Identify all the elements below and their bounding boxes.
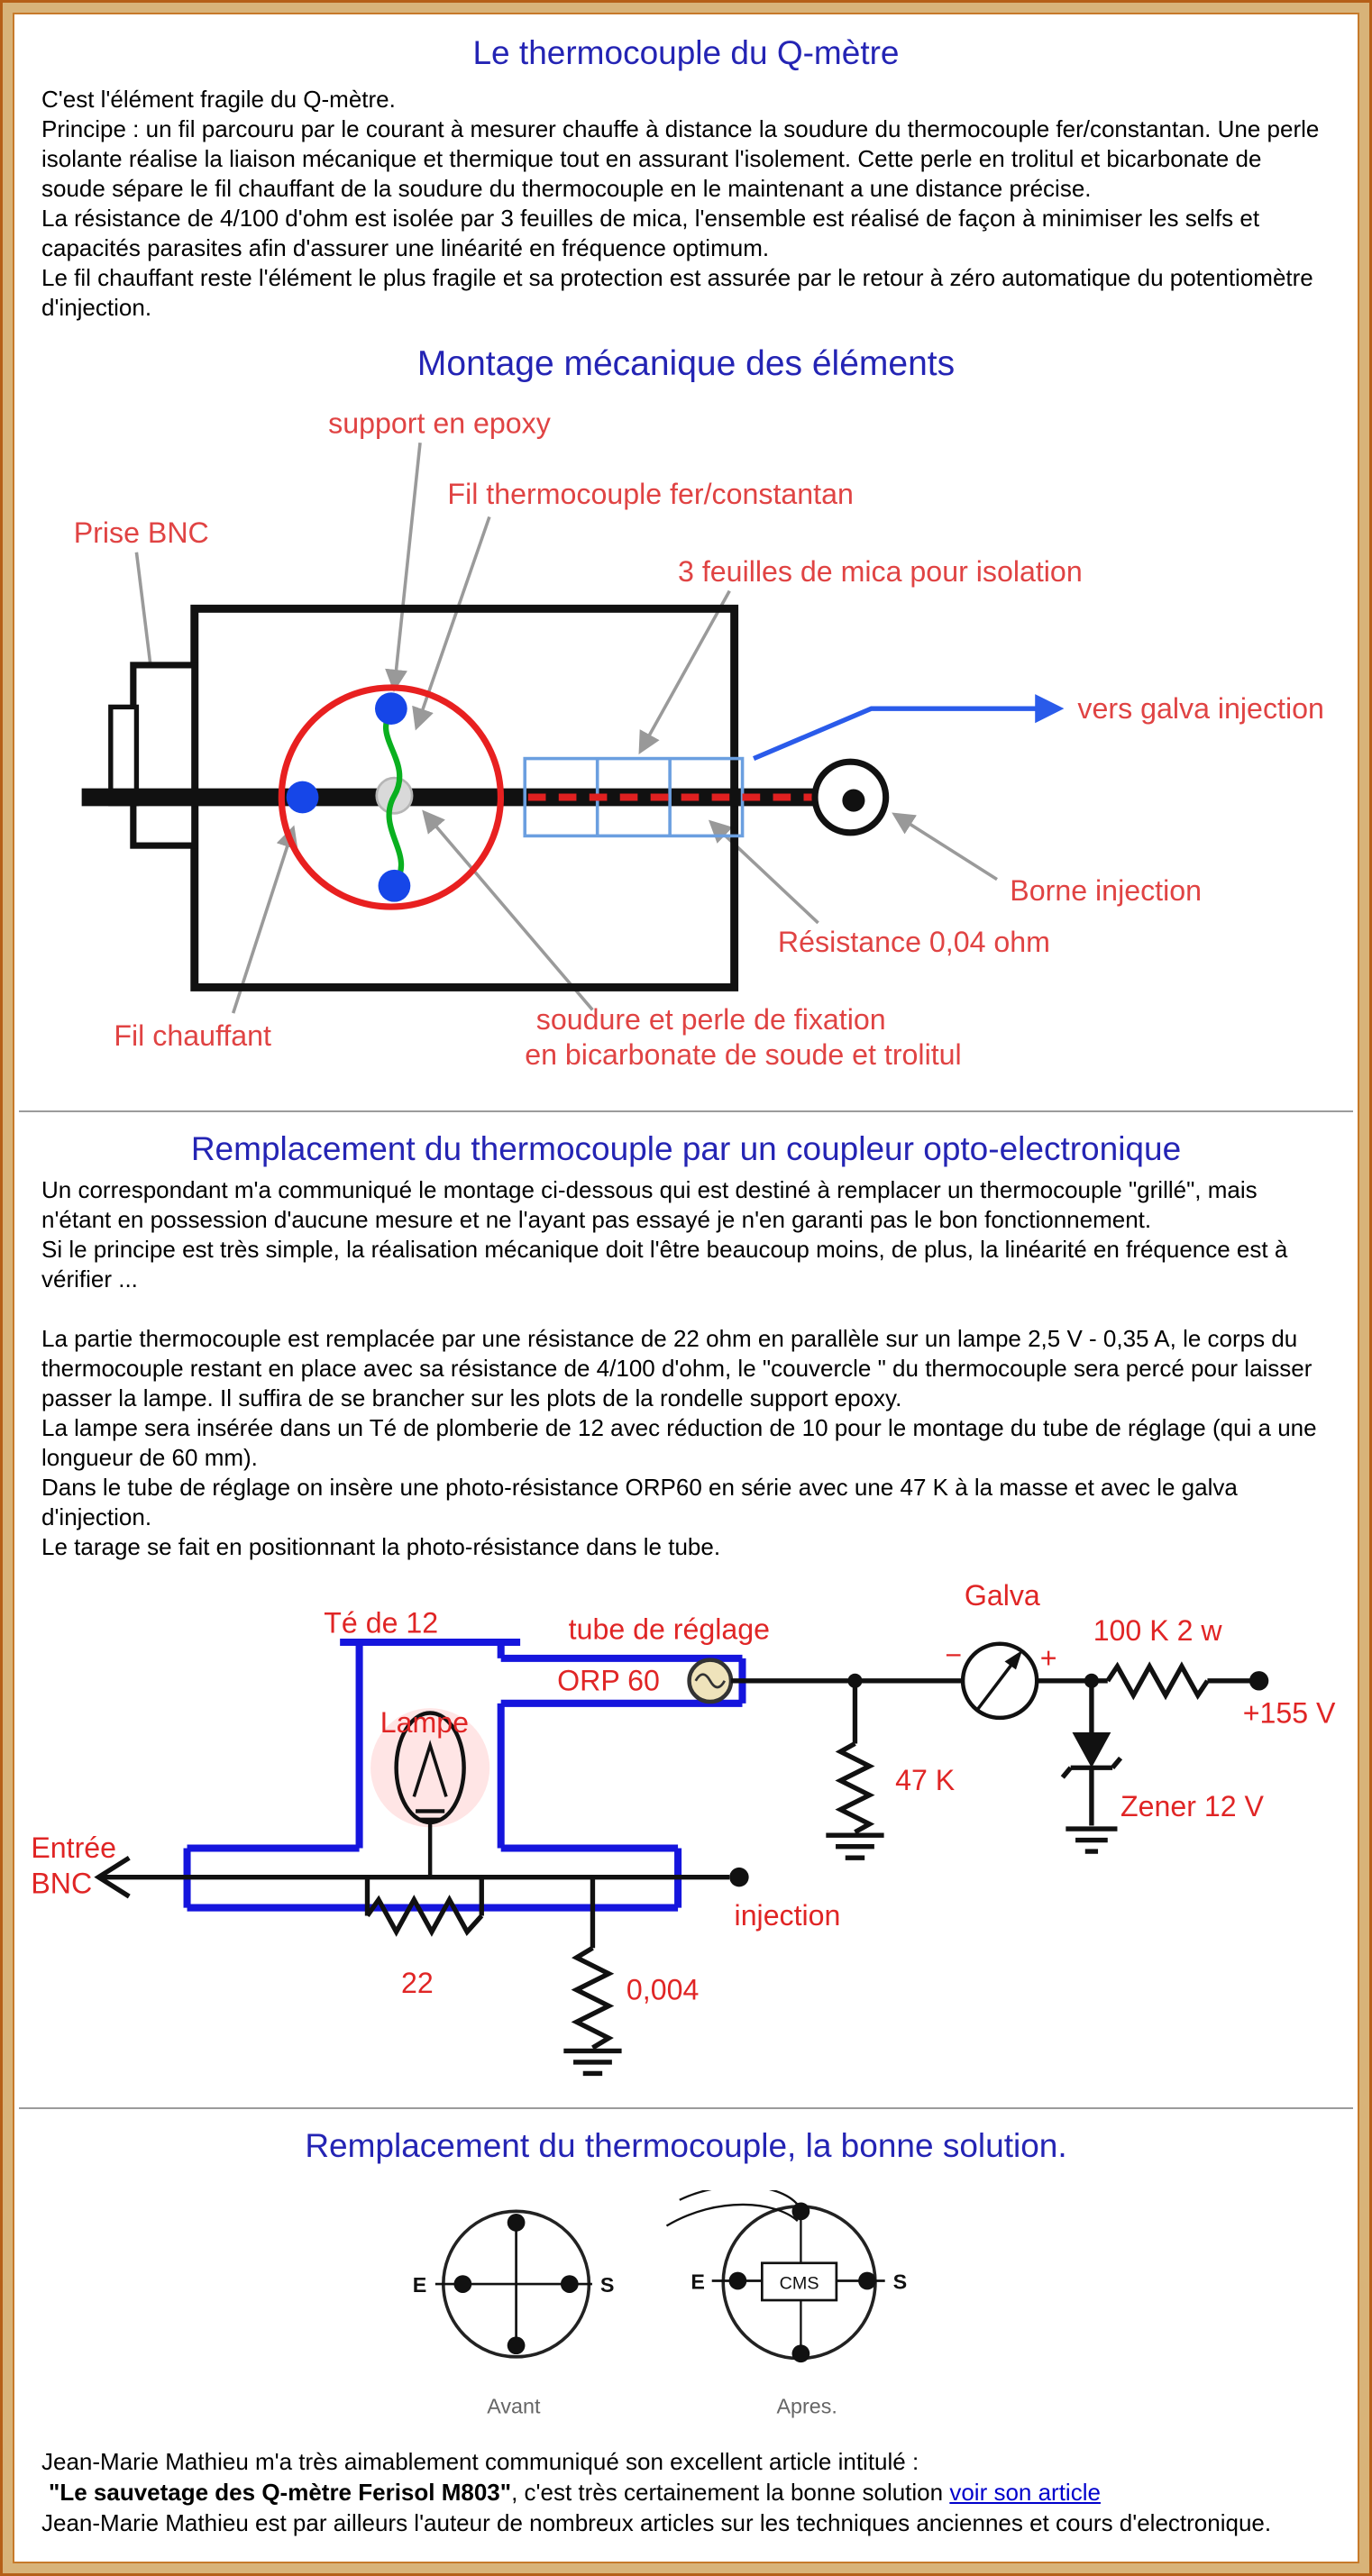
label-e-avant: E <box>413 2273 427 2297</box>
footer-line-3: Jean-Marie Mathieu est par ailleurs l'au… <box>41 2509 1272 2537</box>
mechanical-assembly-diagram: support en epoxy Fil thermocouple fer/co… <box>74 406 1324 1071</box>
te-plumbing-pipe <box>183 1638 746 1912</box>
opto-paragraph: Le tarage se fait en positionnant la pho… <box>41 1532 721 1560</box>
label-galva: Galva <box>965 1579 1040 1612</box>
junction-dots <box>729 1670 1269 1886</box>
label-155v: +155 V <box>1243 1696 1336 1729</box>
article-page: Le thermocouple du Q-mètre C'est l'éléme… <box>13 13 1359 2564</box>
footer-article-title: "Le sauvetage des Q-mètre Ferisol M803" <box>49 2479 512 2507</box>
intro-paragraph: Le fil chauffant reste l'élément le plus… <box>41 264 1313 321</box>
resistor-22 <box>365 1894 484 1937</box>
opto-coupler-circuit-diagram: Té de 12 tube de réglage Galva 100 K 2 w… <box>31 1579 1336 2076</box>
galvanometer <box>960 1641 1039 1720</box>
bnc-connector <box>108 662 198 849</box>
label-22: 22 <box>401 1967 434 1999</box>
opto-paragraph: Dans le tube de réglage on insère une ph… <box>41 1473 1238 1530</box>
caption-avant: Avant <box>487 2395 541 2418</box>
label-borne-injection: Borne injection <box>1010 874 1202 907</box>
opto-paragraph: La partie thermocouple est remplacée par… <box>41 1324 1313 1411</box>
label-prise-bnc: Prise BNC <box>74 516 209 549</box>
cms-component <box>760 2261 838 2302</box>
label-minus: − <box>945 1639 962 1671</box>
intro-paragraph: Principe : un fil parcouru par le couran… <box>41 115 1320 202</box>
pointer-arrows <box>134 443 998 1014</box>
footer-text: Jean-Marie Mathieu m'a très aimablement … <box>14 2446 1358 2538</box>
label-zener: Zener 12 V <box>1120 1789 1265 1822</box>
section-divider <box>19 2106 1353 2109</box>
label-lampe: Lampe <box>380 1706 469 1739</box>
label-s-apres: S <box>893 2270 908 2293</box>
label-mica: 3 feuilles de mica pour isolation <box>678 555 1083 588</box>
figure-apres: CMS E S Apres. <box>665 2189 908 2418</box>
label-s-avant: S <box>600 2273 615 2297</box>
figure-avant: E S Avant <box>413 2209 615 2418</box>
label-100k: 100 K 2 w <box>1093 1614 1223 1647</box>
footer-line-1: Jean-Marie Mathieu m'a très aimablement … <box>41 2448 919 2476</box>
circuit-wiring <box>94 1660 1255 2076</box>
page-title: Le thermocouple du Q-mètre <box>472 34 900 71</box>
label-fil-chauffant: Fil chauffant <box>114 1019 271 1052</box>
label-plus: + <box>1040 1641 1057 1674</box>
opto-paragraph: La lampe sera insérée dans un Té de plom… <box>41 1413 1317 1471</box>
resistor-100k <box>1105 1660 1210 1701</box>
label-te-de-12: Té de 12 <box>324 1606 438 1639</box>
lamp <box>394 1710 466 1877</box>
orp60-photoresistor <box>687 1658 734 1704</box>
intro-text: C'est l'élément fragile du Q-mètre. Prin… <box>14 85 1358 323</box>
label-cms: CMS <box>780 2273 819 2293</box>
intro-paragraph: C'est l'élément fragile du Q-mètre. <box>41 86 396 113</box>
footer-line-2: "Le sauvetage des Q-mètre Ferisol M803",… <box>41 2477 1331 2507</box>
label-vers-galva: vers galva injection <box>1077 692 1323 725</box>
opto-paragraph: Si le principe est très simple, la réali… <box>41 1235 1288 1293</box>
opto-paragraph: Un correspondant m'a communiqué le monta… <box>41 1175 1258 1233</box>
label-orp60: ORP 60 <box>557 1664 660 1696</box>
voir-son-article-link[interactable]: voir son article <box>949 2479 1101 2507</box>
label-soudure-1: soudure et perle de fixation <box>536 1003 886 1036</box>
epoxy-disc <box>278 684 504 910</box>
label-soudure-2: en bicarbonate de soude et trolitul <box>525 1038 961 1071</box>
label-0004: 0,004 <box>627 1973 699 2005</box>
thermocouple-wire <box>383 709 405 886</box>
label-fil-thermocouple: Fil thermocouple fer/constantan <box>447 478 853 510</box>
footer-line-2-rest: , c'est très certainement la bonne solut… <box>511 2479 950 2507</box>
vers-galva-arrow <box>753 694 1065 762</box>
label-entree: Entrée <box>31 1832 116 1864</box>
section-divider <box>19 1110 1353 1112</box>
label-bnc: BNC <box>31 1867 92 1899</box>
heading-bonne-solution: Remplacement du thermocouple, la bonne s… <box>305 2126 1067 2164</box>
label-tube-reglage: tube de réglage <box>569 1612 770 1645</box>
borne-injection <box>811 758 890 836</box>
label-47k: 47 K <box>895 1764 956 1796</box>
solder-plots <box>286 692 411 902</box>
caption-apres: Apres. <box>776 2395 837 2418</box>
label-injection: injection <box>735 1899 841 1932</box>
intro-paragraph: La résistance de 4/100 d'ohm est isolée … <box>41 205 1260 261</box>
label-resistance: Résistance 0,04 ohm <box>778 926 1050 958</box>
before-after-diagram: E S Avant CMS <box>413 2189 908 2418</box>
opto-text: Un correspondant m'a communiqué le monta… <box>14 1175 1358 1562</box>
heading-montage-mecanique: Montage mécanique des éléments <box>416 344 956 383</box>
resistor-0004 <box>571 1945 615 2050</box>
label-support-epoxy: support en epoxy <box>328 406 552 439</box>
label-e-apres: E <box>691 2270 705 2293</box>
zener-diode <box>1072 1731 1111 1768</box>
opto-paragraph-spacer <box>41 1294 1331 1324</box>
heading-opto-coupler: Remplacement du thermocouple par un coup… <box>190 1129 1182 1167</box>
resistor-47k <box>835 1740 875 1834</box>
